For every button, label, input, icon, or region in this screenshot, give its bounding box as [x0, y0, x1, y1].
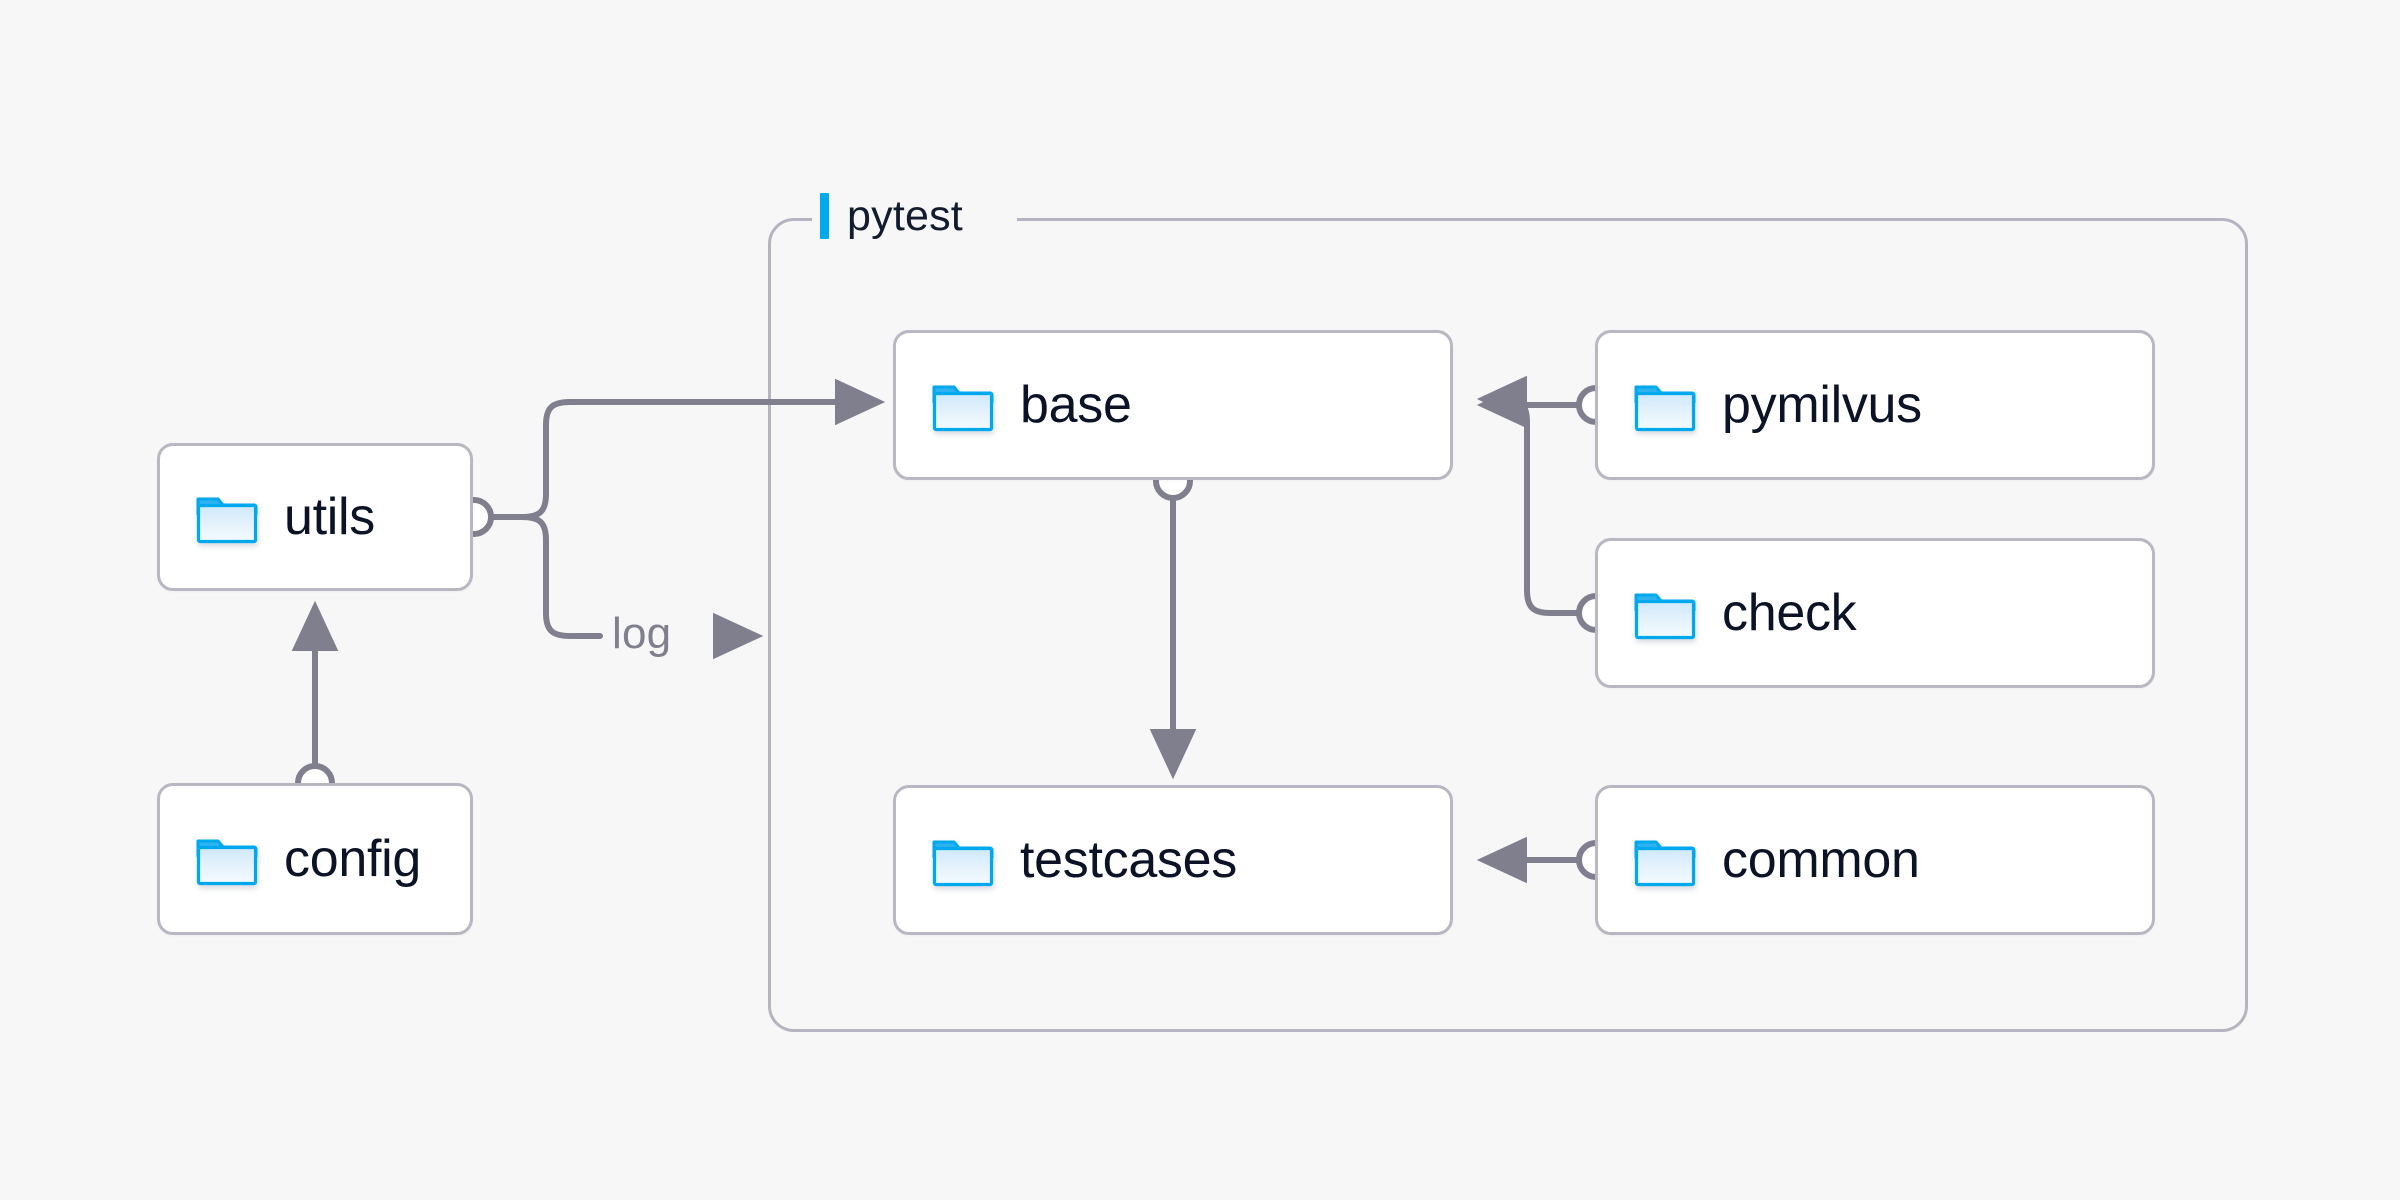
folder-icon [196, 832, 258, 886]
node-utils[interactable]: utils [157, 443, 473, 591]
folder-icon [1634, 833, 1696, 887]
folder-icon [1634, 378, 1696, 432]
group-title-pytest: pytest [820, 193, 963, 239]
node-label-pymilvus: pymilvus [1722, 376, 1922, 434]
folder-icon [196, 490, 258, 544]
node-label-common: common [1722, 831, 1920, 889]
group-title-mask [812, 212, 1017, 224]
node-common[interactable]: common [1595, 785, 2155, 935]
edge-label-log: log [612, 609, 672, 658]
node-label-base: base [1020, 376, 1132, 434]
edge-utils-to-log [519, 514, 603, 639]
node-label-testcases: testcases [1020, 831, 1237, 889]
accent-bar-icon [820, 193, 829, 239]
group-title-label: pytest [847, 191, 963, 240]
node-label-check: check [1722, 584, 1857, 642]
folder-icon [1634, 586, 1696, 640]
node-base[interactable]: base [893, 330, 1453, 480]
node-testcases[interactable]: testcases [893, 785, 1453, 935]
node-check[interactable]: check [1595, 538, 2155, 688]
folder-icon [932, 833, 994, 887]
node-config[interactable]: config [157, 783, 473, 935]
node-label-config: config [284, 830, 421, 888]
node-pymilvus[interactable]: pymilvus [1595, 330, 2155, 480]
folder-icon [932, 378, 994, 432]
group-container-pytest[interactable] [768, 218, 2248, 1032]
node-label-utils: utils [284, 488, 375, 546]
